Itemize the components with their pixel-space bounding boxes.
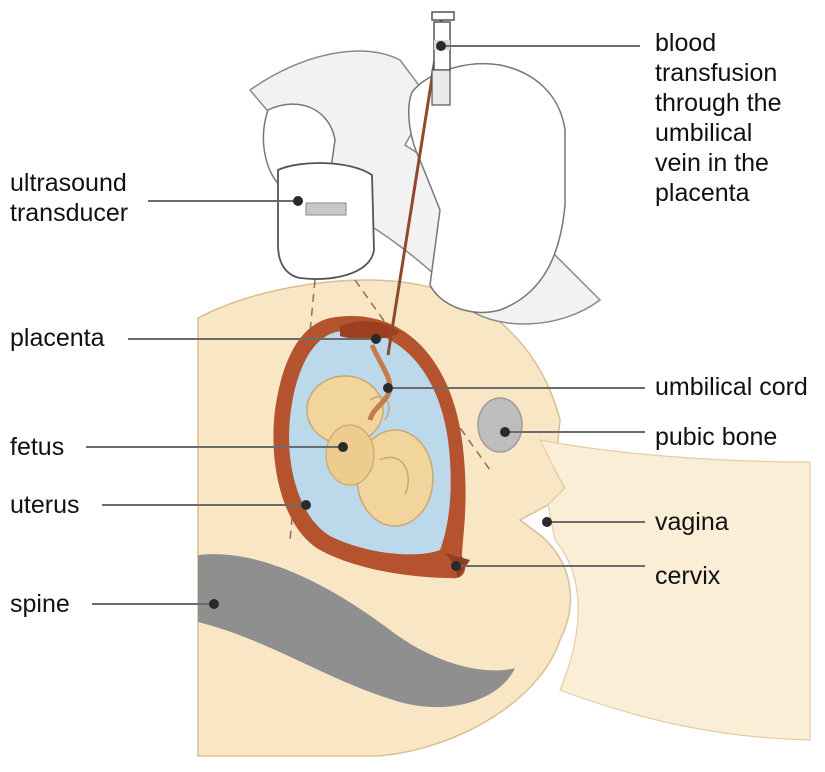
dot-umbilical-cord <box>383 383 393 393</box>
dot-vagina <box>542 517 552 527</box>
dot-placenta <box>371 334 381 344</box>
label-placenta: placenta <box>10 323 105 353</box>
transducer-window <box>306 203 346 215</box>
dot-pubic-bone <box>500 427 510 437</box>
dot-blood-transfusion <box>436 41 446 51</box>
dot-ultrasound-transducer <box>293 196 303 206</box>
label-pubic-bone: pubic bone <box>655 422 777 452</box>
label-spine: spine <box>10 589 70 619</box>
label-fetus: fetus <box>10 432 64 462</box>
transducer-body <box>278 163 374 279</box>
dot-cervix <box>451 561 461 571</box>
label-uterus: uterus <box>10 490 79 520</box>
label-cervix: cervix <box>655 561 720 591</box>
label-umbilical-cord: umbilical cord <box>655 372 808 402</box>
dot-spine <box>209 599 219 609</box>
dot-uterus <box>301 500 311 510</box>
label-blood-transfusion: blood transfusion through the umbilical … <box>655 28 782 208</box>
label-vagina: vagina <box>655 507 729 537</box>
dot-fetus <box>338 442 348 452</box>
pubic-bone-shape <box>478 398 522 452</box>
label-ultrasound-transducer: ultrasound transducer <box>10 168 128 228</box>
